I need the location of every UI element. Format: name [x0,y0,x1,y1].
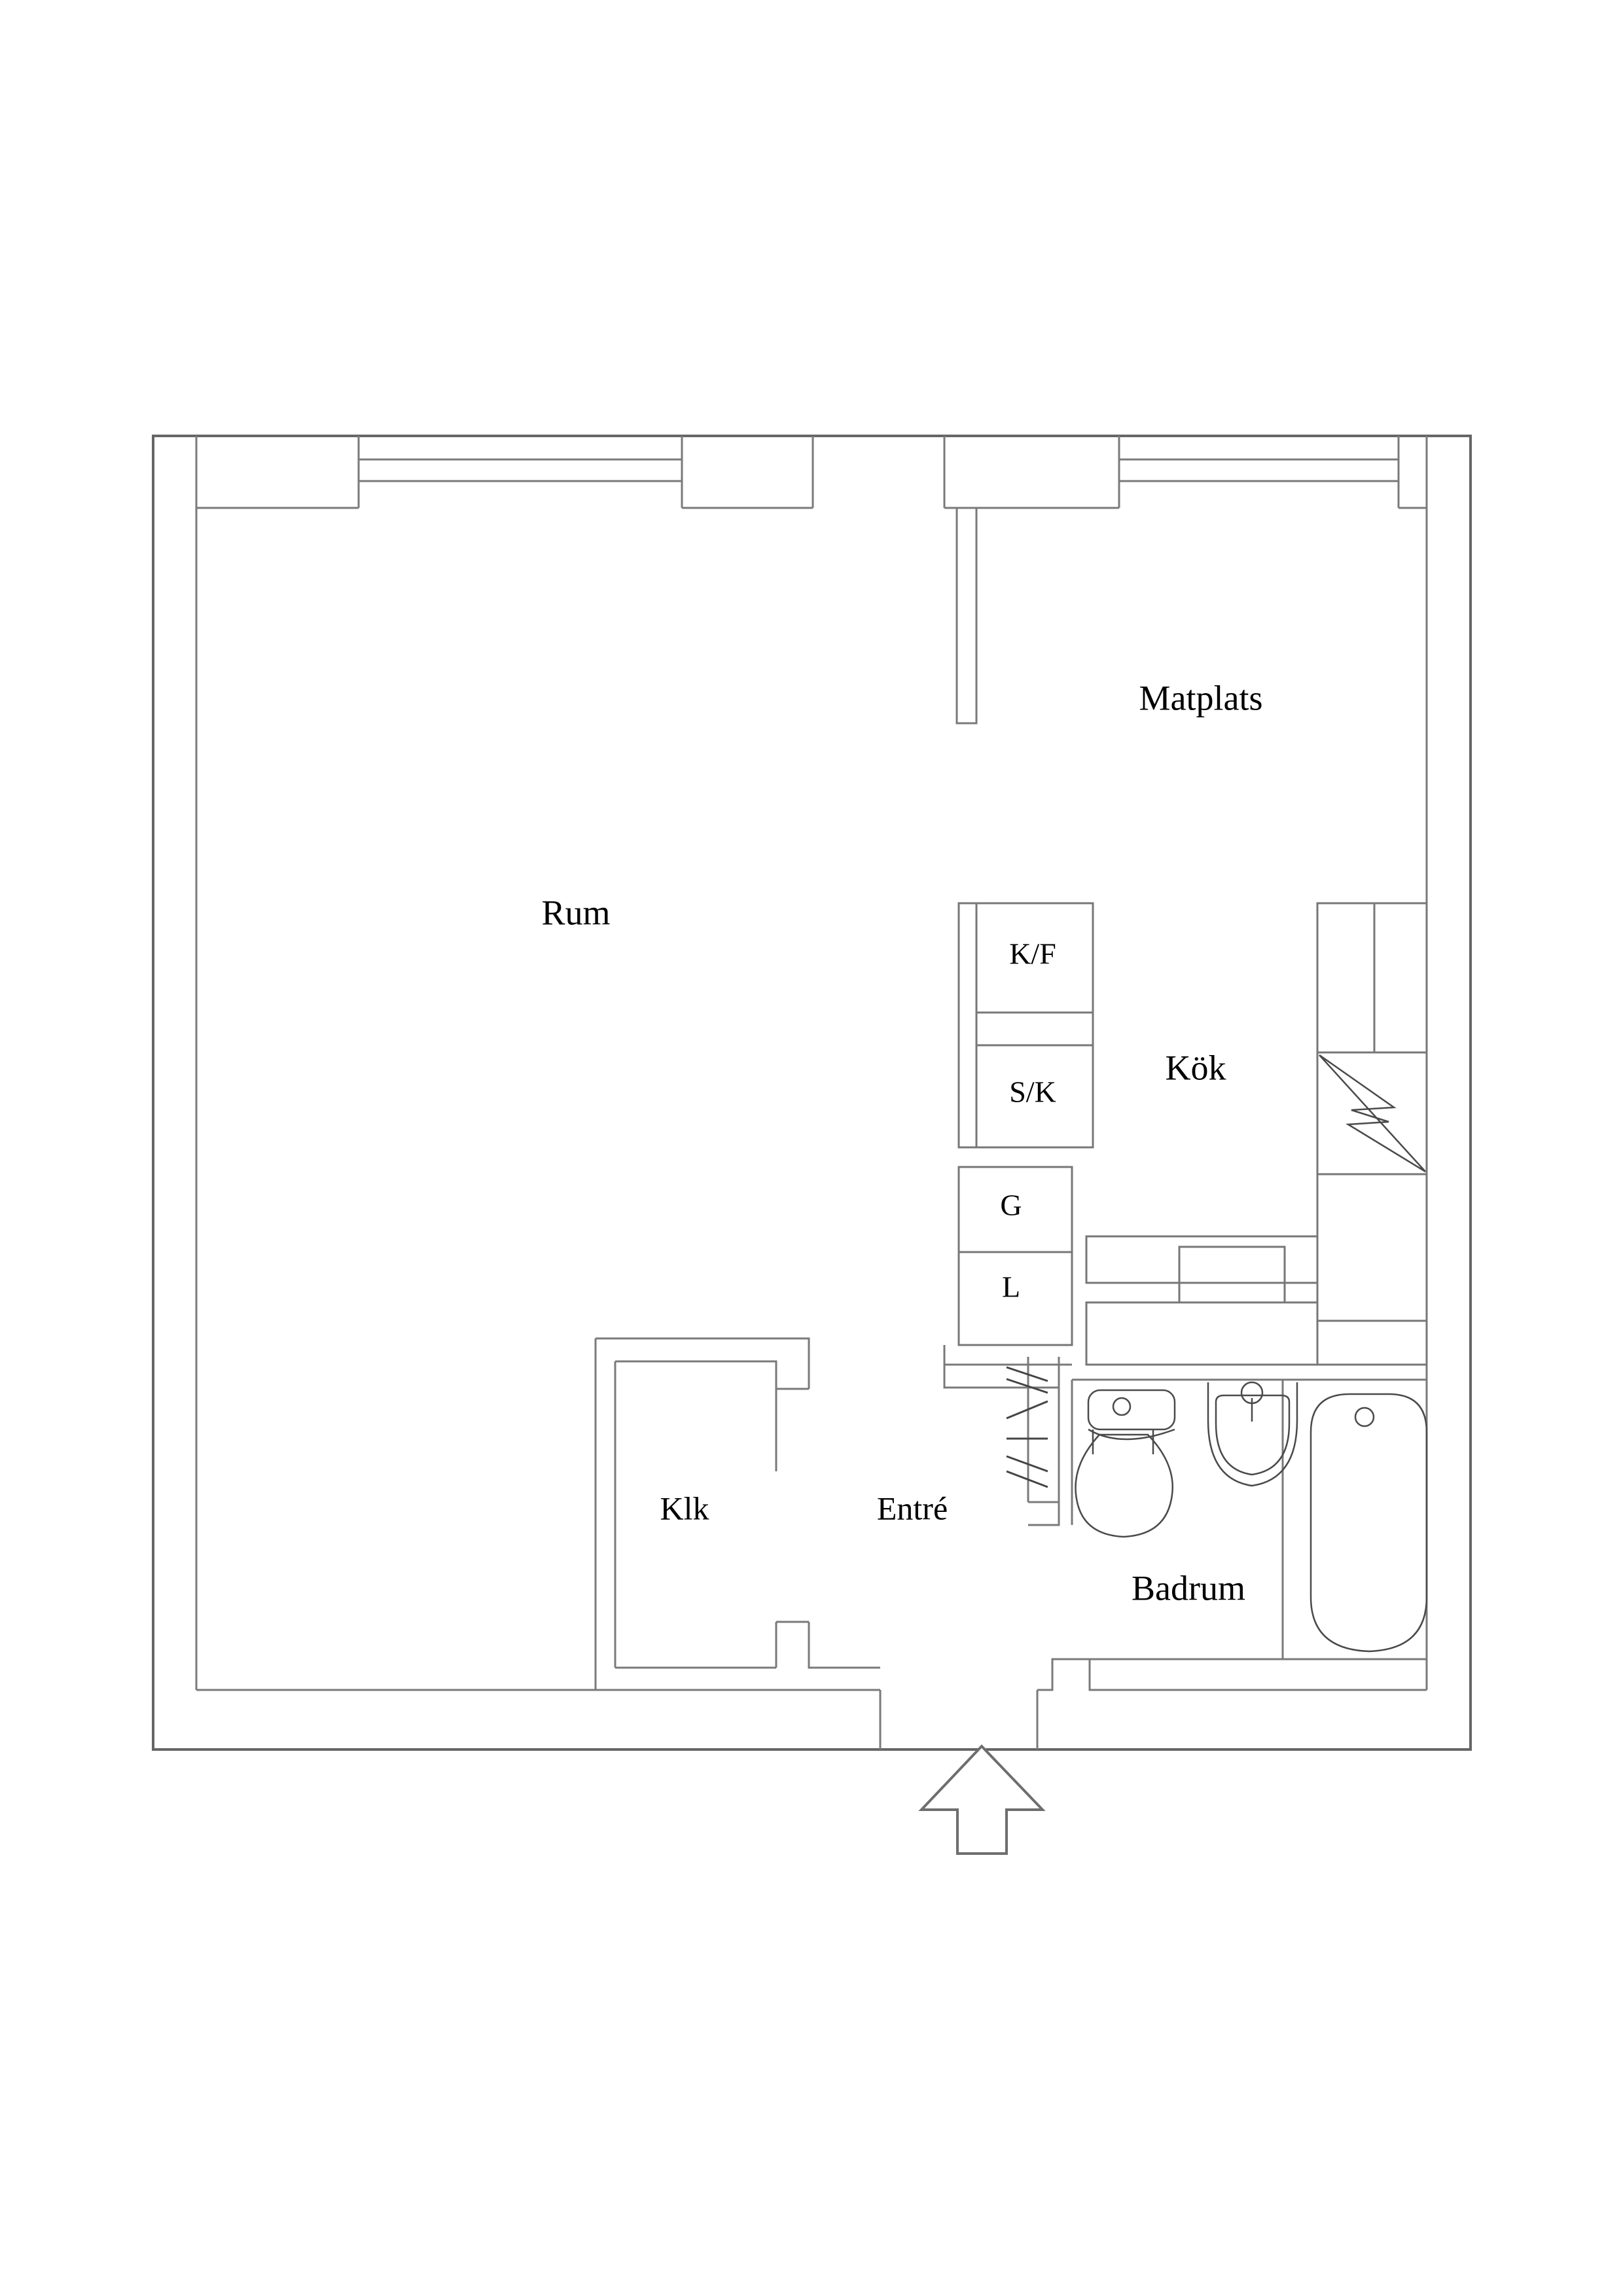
klk-closet-walls [594,1337,880,1690]
wash-basin [1207,1381,1298,1487]
bathtub-outline [1310,1393,1428,1653]
entrance-opening [879,1690,1039,1749]
entrance-direction-arrow [918,1744,1046,1855]
window-north-left [357,436,814,509]
cabinet-column-kf-sk [957,902,1094,1149]
toilet-tank [1087,1389,1176,1431]
stove-zigzag-icon [1319,1054,1426,1173]
bathroom-boundary [1071,1378,1427,1660]
room-label-badrum: Badrum [1132,1568,1245,1607]
toilet-flush-button-icon [1112,1397,1132,1416]
room-label-matplats: Matplats [1139,678,1263,717]
hatched-door[interactable] [1006,1357,1060,1526]
inner-wall-north [195,436,1428,1690]
room-label-kok: Kök [1166,1048,1226,1087]
toilet-bowl [1075,1433,1174,1538]
cabinet-label-l: L [1002,1270,1020,1304]
cabinet-column-g-l [957,1166,1073,1346]
outer-wall-envelope [152,435,1472,1751]
kitchen-right-units [1316,902,1428,1322]
toilet [1075,1389,1176,1538]
bathtub-drain-icon [1354,1407,1375,1427]
basin-inner [1215,1394,1291,1476]
cabinet-label-sk: S/K [1009,1075,1056,1109]
room-label-entre: Entré [877,1490,948,1526]
room-label-rum: Rum [541,893,610,932]
wall-kitchen-south [943,1345,1072,1389]
bathtub [1310,1393,1428,1653]
window-north-right [943,436,1400,509]
door-hatch-lines [1006,1366,1048,1488]
partition-rum-matplats [944,507,978,725]
room-label-klk: Klk [660,1490,709,1526]
cabinet-label-kf: K/F [1009,937,1056,971]
basin-outer [1207,1382,1298,1487]
cabinet-label-g: G [1000,1189,1022,1222]
kitchen-counter [1085,1235,1428,1366]
